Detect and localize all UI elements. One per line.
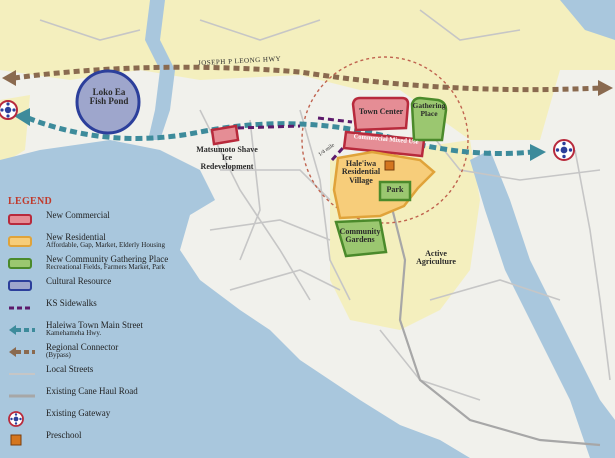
legend-item-regional-connector: Regional Connector(Bypass) <box>8 342 208 365</box>
main-street-arrow-west <box>14 108 30 126</box>
harbor <box>120 160 185 205</box>
park-label: Park <box>386 185 404 194</box>
legend-label: Regional Connector <box>46 342 119 352</box>
quarter-mile-ring <box>301 56 469 224</box>
legend-label: Cultural Resource <box>46 276 112 286</box>
matsumoto-area <box>210 124 240 146</box>
town-center-area <box>351 96 410 132</box>
legend-item-ks-sidewalks: KS Sidewalks <box>8 298 208 321</box>
legend-item-new-commercial: New Commercial <box>8 210 208 233</box>
regional-arrow-west <box>2 70 16 86</box>
ks-sidewalk-2 <box>317 116 353 124</box>
legend-label: Local Streets <box>46 364 94 374</box>
preschool-marker <box>384 160 395 171</box>
cane-road-line <box>8 389 36 403</box>
fish-pond-label: Loko Ea Fish Pond <box>89 87 129 107</box>
gateway-east <box>553 139 575 161</box>
legend-label: New Residential <box>46 232 106 242</box>
gathering-place-area <box>410 96 448 142</box>
regional-arrow <box>8 345 36 359</box>
matsumoto-label: Matsumoto Shave Ice Redevelopment <box>196 145 258 171</box>
legend-label: New Community Gathering Place <box>46 254 169 264</box>
main-street-arrow <box>8 323 36 337</box>
community-gardens-area <box>334 218 388 258</box>
legend-label: Preschool <box>46 430 82 440</box>
preschool-icon <box>8 433 36 447</box>
residential-swatch <box>8 235 36 249</box>
local-streets <box>39 9 611 401</box>
legend-sublabel: Kamehameha Hwy. <box>46 329 102 338</box>
active-agriculture-label: Active Agriculture <box>416 249 456 267</box>
legend-label: Haleiwa Town Main Street <box>46 320 143 330</box>
legend-item-cane-haul-road: Existing Cane Haul Road <box>8 386 208 409</box>
main-street-arrow-east <box>530 144 546 161</box>
regional-connector <box>13 64 601 93</box>
commercial-swatch <box>8 213 36 227</box>
gathering-place-label: Gathering Place <box>412 101 446 118</box>
river-west <box>145 0 175 140</box>
legend-sublabel: Recreational Fields, Farmers Market, Par… <box>46 263 165 272</box>
legend-item-preschool: Preschool <box>8 430 208 453</box>
legend-label: Existing Gateway <box>46 408 111 418</box>
legend-sublabel: (Bypass) <box>46 351 71 360</box>
ks-sidewalk-1 <box>237 124 301 130</box>
gathering-swatch <box>8 257 36 271</box>
sidewalk-line <box>8 301 36 315</box>
water-northeast <box>560 0 615 40</box>
residential-village-label: Hale'iwa Residential Village <box>341 159 381 185</box>
legend-sublabel: Affordable, Gap, Market, Elderly Housing <box>46 241 166 250</box>
legend-item-existing-gateway: Existing Gateway <box>8 408 208 431</box>
regional-arrow-east <box>598 80 613 96</box>
commercial-strip-area <box>342 130 426 158</box>
legend-label: KS Sidewalks <box>46 298 97 308</box>
legend-label: New Commercial <box>46 210 110 220</box>
gateway-icon <box>8 411 36 427</box>
legend-item-local-streets: Local Streets <box>8 364 208 387</box>
community-gardens-label: Community Gardens <box>339 227 381 245</box>
legend-item-cultural-resource: Cultural Resource <box>8 276 208 299</box>
local-street-line <box>8 367 36 381</box>
river-east <box>470 150 615 458</box>
town-center-label: Town Center <box>358 107 404 116</box>
park-area <box>378 180 412 202</box>
fish-pond-area <box>75 69 141 135</box>
cultural-swatch <box>8 279 36 293</box>
ocean <box>0 140 470 458</box>
legend-title: LEGEND <box>8 196 53 207</box>
cane-haul-road <box>388 199 601 447</box>
legend-label: Existing Cane Haul Road <box>46 386 138 396</box>
gateway-west <box>0 100 18 120</box>
